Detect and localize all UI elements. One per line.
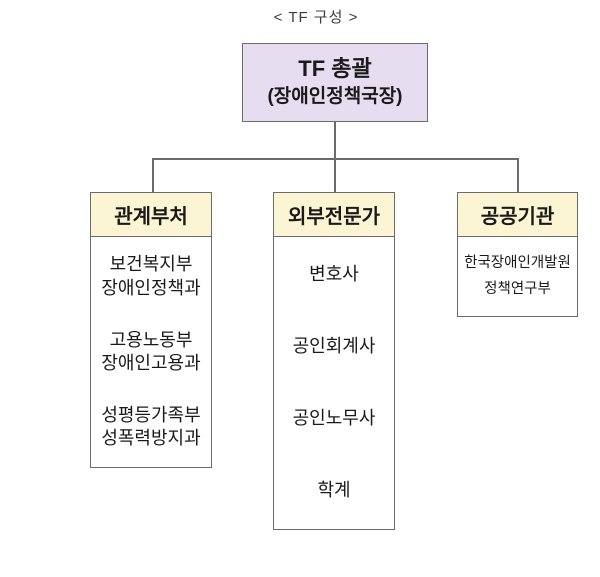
list-item: 변호사 bbox=[309, 264, 359, 285]
node-public-institutions: 공공기관 한국장애인개발원 정책연구부 bbox=[457, 192, 578, 317]
chart-title: < TF 구성 > bbox=[273, 9, 359, 26]
list-item: 한국장애인개발원 정책연구부 bbox=[464, 255, 571, 297]
list-item: 보건복지부 장애인정책과 bbox=[101, 254, 201, 298]
connector-horizontal-rail bbox=[152, 158, 519, 160]
root-node-title: TF 총괄 bbox=[298, 56, 372, 82]
root-node-tf-chief: TF 총괄 (장애인정책국장) bbox=[242, 43, 428, 122]
list-item: 고용노동부 장애인고용과 bbox=[101, 329, 201, 373]
node-body-public-institutions: 한국장애인개발원 정책연구부 bbox=[458, 237, 577, 316]
root-node-subtitle: (장애인정책국장) bbox=[267, 85, 403, 107]
node-body-external-experts: 변호사 공인회계사 공인노무사 학계 bbox=[274, 237, 394, 529]
node-related-ministries: 관계부처 보건복지부 장애인정책과 고용노동부 장애인고용과 성평등가족부 성폭… bbox=[90, 192, 212, 468]
connector-right-drop bbox=[517, 158, 519, 192]
list-item: 학계 bbox=[317, 480, 351, 501]
node-header-public-institutions: 공공기관 bbox=[458, 193, 577, 237]
list-item: 공인노무사 bbox=[292, 408, 376, 429]
node-body-related-ministries: 보건복지부 장애인정책과 고용노동부 장애인고용과 성평등가족부 성폭력방지과 bbox=[91, 237, 211, 467]
node-header-related-ministries: 관계부처 bbox=[91, 193, 211, 237]
list-item: 성평등가족부 성폭력방지과 bbox=[101, 404, 201, 449]
node-external-experts: 외부전문가 변호사 공인회계사 공인노무사 학계 bbox=[273, 192, 395, 530]
connector-root-vertical bbox=[334, 122, 336, 192]
node-header-external-experts: 외부전문가 bbox=[274, 193, 394, 237]
connector-left-drop bbox=[152, 158, 154, 192]
list-item: 공인회계사 bbox=[292, 336, 376, 357]
